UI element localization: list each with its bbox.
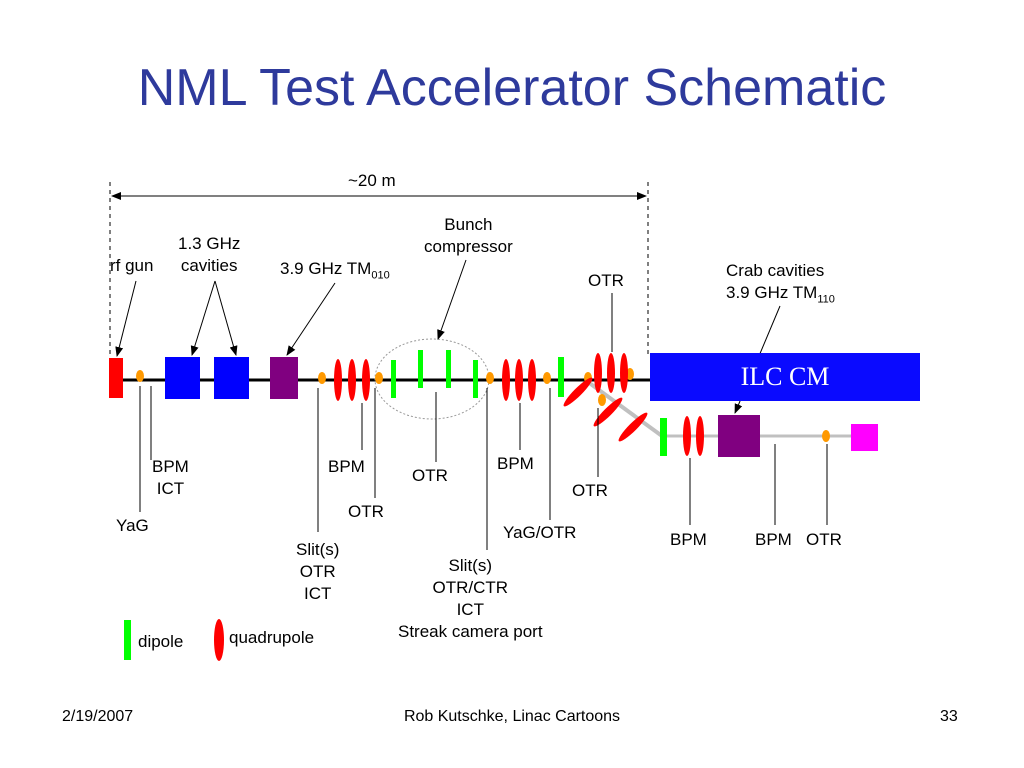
ilc-cryomodule: ILC CM [650,353,920,401]
footer-page-number: 33 [940,708,958,725]
dipole [558,357,564,397]
beam-dump [851,424,878,451]
cavity-1-3ghz [214,357,249,399]
bpm-marker [822,430,830,442]
length-label: ~20 m [348,171,396,190]
cavity-arrow-1 [190,280,216,356]
dipole [473,360,478,398]
otr-label-3: OTR [572,481,608,500]
tm010-arrow [286,282,336,356]
otr-label-1: OTR [348,502,384,521]
quadrupole [593,397,623,427]
yag-label: YaG [116,516,149,535]
quadrupole [502,359,510,401]
tm010-label: 3.9 GHz TM010 [280,259,390,282]
quadrupole [528,359,536,401]
quadrupole [696,416,704,456]
quadrupole [348,359,356,401]
quadrupole [594,353,602,393]
bpm-marker [598,394,606,406]
crab-cavity [718,415,760,457]
otr-label-4: OTR [806,530,842,549]
bpm-label-4: BPM [755,530,792,549]
quadrupole [618,412,648,442]
legend-dipole-swatch [124,620,131,660]
quadrupole [620,353,628,393]
rf-gun [109,358,123,398]
legend-quadrupole-swatch [214,619,224,661]
cavity-3-9ghz-tm010 [270,357,298,399]
bpm-marker [375,372,383,384]
bpm-label-3: BPM [670,530,707,549]
bpm-marker [626,368,634,380]
dipole [391,360,396,398]
footer-date: 2/19/2007 [62,708,134,725]
quadrupole [563,377,593,407]
footer-author: Rob Kutschke, Linac Cartoons [403,708,621,725]
bpm-marker [486,372,494,384]
quadrupole [683,416,691,456]
bpm-label-2: BPM [497,454,534,473]
quadrupole [334,359,342,401]
otr-top-label: OTR [588,271,624,290]
bpm-marker [136,370,144,382]
rf-gun-arrow [115,280,137,357]
bunch-compressor-arrow [437,259,467,340]
quadrupole [515,359,523,401]
bpm-label-1: BPM [328,457,365,476]
cavity-1-3ghz [165,357,200,399]
quadrupole [607,353,615,393]
rf-gun-label: rf gun [110,256,154,275]
bpm-marker [318,372,326,384]
yag-otr-label: YaG/OTR [503,523,577,542]
otr-label-2: OTR [412,466,448,485]
page-title: NML Test Accelerator Schematic [137,59,887,117]
quadrupole [362,359,370,401]
dipole [446,350,451,388]
legend-dipole-label: dipole [138,632,184,651]
bpm-marker [543,372,551,384]
legend-quadrupole-label: quadrupole [229,628,315,647]
dipole [660,418,667,456]
dogleg-beamline [586,380,664,438]
dipole [418,350,423,388]
cavity-arrow-2 [214,280,238,356]
